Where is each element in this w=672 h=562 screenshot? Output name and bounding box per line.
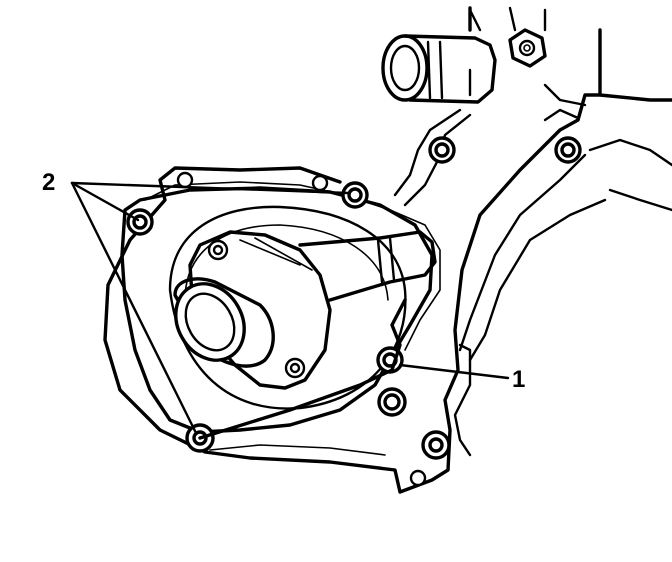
pump-gasket-edge xyxy=(198,298,407,440)
bolt-right-lower xyxy=(377,387,407,417)
callout-2-label: 2 xyxy=(42,169,55,196)
hex-nut-top xyxy=(508,28,547,68)
callout-2-leader-mid xyxy=(70,181,140,222)
bolt-cover-upper-right xyxy=(554,136,582,164)
callout-1-label: 1 xyxy=(512,366,525,393)
bolt-top-left xyxy=(126,208,154,236)
heater-hose-fitting xyxy=(381,6,547,104)
callout-1-leader xyxy=(398,363,510,380)
callout-2-leader-top xyxy=(70,181,350,195)
bolt-bottom-right xyxy=(421,430,451,460)
callout-2: 2 xyxy=(42,169,350,435)
bolt-top-center xyxy=(341,181,369,209)
thermostat-housing xyxy=(173,230,437,390)
ear-hole-top-left xyxy=(176,171,194,189)
callout-1: 1 xyxy=(398,363,525,393)
bolt-cover-upper-left xyxy=(428,136,456,164)
callout-2-leader-bottom xyxy=(70,181,198,435)
ear-hole-top-right xyxy=(311,174,329,192)
ear-hole-bottom-right xyxy=(409,469,427,487)
